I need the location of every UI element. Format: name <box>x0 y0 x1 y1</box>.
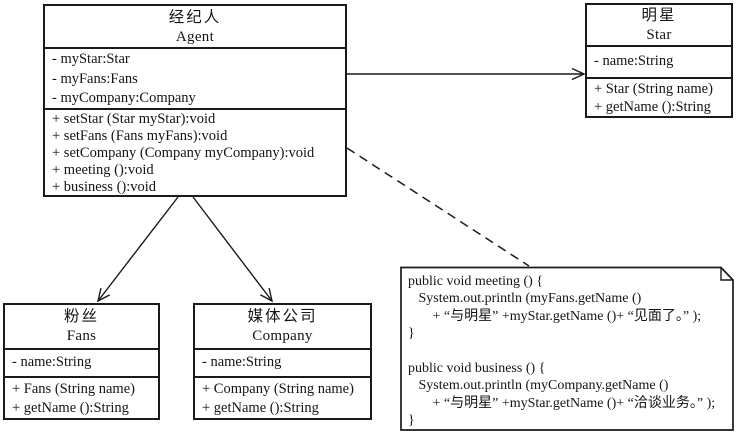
note-shape <box>400 266 734 431</box>
method-row: + getName ():String <box>12 400 129 416</box>
class-title-company: 媒体公司 Company <box>195 305 370 348</box>
note-anchor-dashed-line <box>346 147 530 267</box>
methods-compartment: + Company (String name) + getName ():Str… <box>195 376 370 418</box>
method-row: + setStar (Star myStar):void <box>52 111 216 127</box>
class-name-zh: 明星 <box>641 7 677 24</box>
attribute-row: - myFans:Fans <box>52 70 138 87</box>
class-title-agent: 经纪人 Agent <box>45 6 345 47</box>
method-row: + meeting ():void <box>52 162 154 178</box>
class-name-zh: 媒体公司 <box>247 308 318 325</box>
association-agent-fans <box>96 196 179 303</box>
method-row: + business ():void <box>52 179 157 195</box>
class-box-fans: 粉丝 Fans - name:String + Fans (String nam… <box>3 303 160 420</box>
code-line: System.out.println (myFans.getName () <box>408 291 642 307</box>
method-row: + setCompany (Company myCompany):void <box>52 145 315 161</box>
attribute-row: - name:String <box>594 53 674 69</box>
attribute-row: - name:String <box>12 354 92 370</box>
attribute-row: - name:String <box>202 354 282 370</box>
code-line: } <box>408 413 415 429</box>
method-row: + getName ():String <box>594 99 711 115</box>
class-name-en: Company <box>252 328 313 344</box>
class-box-agent: 经纪人 Agent - myStar:Star - myFans:Fans - … <box>43 4 347 197</box>
code-line: public void meeting () { <box>408 274 544 289</box>
method-row: + Company (String name) <box>202 381 354 397</box>
methods-compartment: + setStar (Star myStar):void + setFans (… <box>45 108 345 195</box>
attribute-row: - myCompany:Company <box>52 90 196 106</box>
association-agent-company <box>192 196 274 303</box>
attributes-compartment: - name:String <box>5 348 158 376</box>
class-name-en: Star <box>646 27 672 43</box>
methods-compartment: + Star (String name) + getName ():String <box>587 77 731 116</box>
code-line: public void business () { <box>408 361 546 377</box>
class-box-company: 媒体公司 Company - name:String + Company (St… <box>193 303 372 420</box>
class-name-en: Agent <box>175 29 215 45</box>
method-row: + setFans (Fans myFans):void <box>52 128 228 144</box>
attribute-row: - myStar:Star <box>52 51 130 67</box>
class-name-zh: 经纪人 <box>168 9 222 26</box>
class-name-en: Fans <box>66 328 97 344</box>
methods-compartment: + Fans (String name) + getName ():String <box>5 376 158 418</box>
class-name-zh: 粉丝 <box>63 308 99 325</box>
class-title-fans: 粉丝 Fans <box>5 305 158 348</box>
attributes-compartment: - name:String <box>587 45 731 77</box>
class-box-star: 明星 Star - name:String + Star (String nam… <box>585 3 733 118</box>
code-line <box>408 343 732 360</box>
method-row: + Fans (String name) <box>12 381 135 397</box>
note-fold-icon <box>720 267 733 281</box>
code-line: + “与明星” +myStar.getName ()+ “洽谈业务。” ); <box>408 395 716 411</box>
method-row: + Star (String name) <box>594 81 713 97</box>
code-line: System.out.println (myCompany.getName () <box>408 378 669 394</box>
method-row: + getName ():String <box>202 400 319 416</box>
uml-note-code: public void meeting () { System.out.prin… <box>400 267 734 431</box>
code-line: } <box>408 326 415 342</box>
class-title-star: 明星 Star <box>587 5 731 45</box>
code-line: + “与明星” +myStar.getName ()+ “见面了。” ); <box>408 308 702 324</box>
attributes-compartment: - name:String <box>195 348 370 376</box>
attributes-compartment: - myStar:Star - myFans:Fans - myCompany:… <box>45 47 345 108</box>
note-outline <box>400 266 734 431</box>
